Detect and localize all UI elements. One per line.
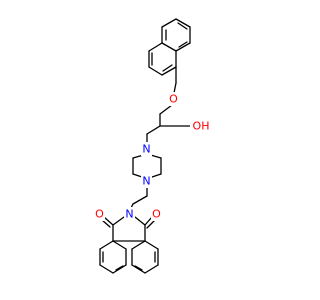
bond-eth-2 <box>132 195 148 205</box>
hydroxyl-label: OH <box>193 120 210 133</box>
hydroxyl-group: OH <box>190 119 210 133</box>
bond-nal-12 <box>144 264 159 274</box>
bond-co-l1 <box>103 216 114 226</box>
piperazine-nitrogen-top: N <box>141 142 152 156</box>
bond-nal-6 <box>99 264 114 274</box>
bond-nal-4 <box>99 240 114 250</box>
bond-nal-10 <box>144 240 159 250</box>
bond-nal-13 <box>131 264 146 274</box>
molecule-diagram: O OH N N N O <box>94 18 210 274</box>
bond-nal-9 <box>112 240 127 250</box>
structure-drawing: O OH N N N O <box>94 18 210 274</box>
bond-imide-1 <box>112 216 125 226</box>
piperazine-nitrogen-bottom: N <box>141 174 152 188</box>
bond-nap-b1 <box>148 42 163 52</box>
bond-nap-b4 <box>161 66 177 76</box>
bond-link-3 <box>159 104 173 115</box>
ether-oxygen-label: O <box>169 93 178 106</box>
piperazine-nitrogen-bottom-label: N <box>142 175 150 188</box>
bond-nal-7 <box>112 264 127 274</box>
bond-co-r1 <box>144 216 153 226</box>
ether-oxygen-atom: O <box>168 92 179 106</box>
carbonyl-oxygen-right: O <box>151 207 162 221</box>
bond-nap-d2 <box>178 41 188 48</box>
bond-link-2 <box>173 82 177 94</box>
piperazine-nitrogen-top-label: N <box>142 143 150 156</box>
bond-nap-d1 <box>177 22 188 30</box>
bond-nal-d3 <box>115 265 124 271</box>
atom-label-layer: O OH N N N O <box>94 92 210 221</box>
bond-nap-b3 <box>148 66 163 76</box>
imide-nitrogen: N <box>124 207 135 221</box>
imide-nitrogen-label: N <box>125 208 133 221</box>
bond-link-6 <box>146 125 161 135</box>
bond-nal-d4 <box>134 265 143 271</box>
carbonyl-oxygen-left: O <box>94 207 105 221</box>
bond-co-r2 <box>146 219 156 229</box>
bond-nap-a1 <box>161 18 177 28</box>
bond-nap-a4 <box>175 42 191 52</box>
bond-nap-d5 <box>162 64 173 72</box>
bond-nap-a5 <box>161 42 177 52</box>
carbonyl-oxygen-left-label: O <box>95 208 104 221</box>
bond-nal-15 <box>131 240 146 250</box>
bond-nap-a2 <box>175 18 191 28</box>
bond-co-l2 <box>101 219 111 228</box>
bond-imide-2 <box>134 216 146 226</box>
carbonyl-oxygen-right-label: O <box>152 208 161 221</box>
